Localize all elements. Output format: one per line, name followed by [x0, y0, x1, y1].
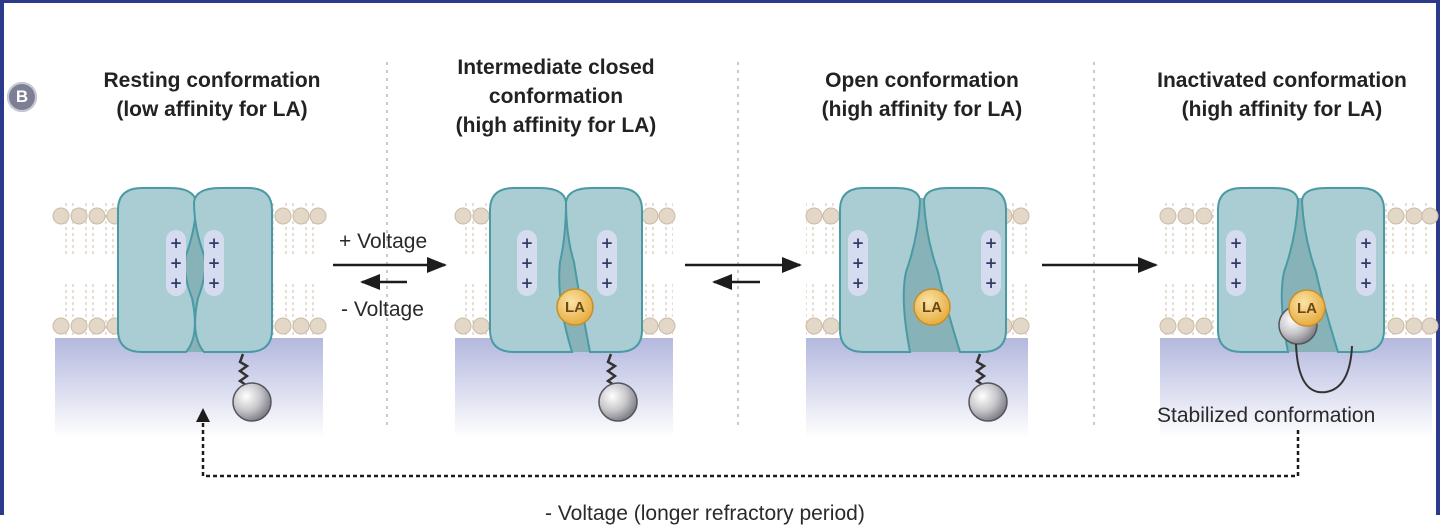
return-path-arrowhead	[196, 408, 210, 422]
channel-resting: + + + + + +	[52, 187, 327, 438]
cytoplasm	[55, 338, 323, 438]
channel-open: + + + + + + LA	[805, 187, 1030, 438]
charge-plus: +	[601, 254, 614, 272]
la-label: LA	[565, 299, 585, 316]
local-anesthetic-molecule	[913, 288, 951, 326]
panel-label-badge: B	[7, 82, 37, 112]
charge-plus: +	[985, 254, 998, 272]
la-label: LA	[1297, 300, 1317, 317]
inactivation-ball	[232, 382, 272, 422]
voltage-sensor	[204, 230, 224, 296]
charge-plus: +	[1230, 234, 1243, 252]
lipid-heads	[1159, 207, 1439, 335]
charge-plus: +	[985, 274, 998, 292]
channel-inactivated: + + + + + + LA	[1159, 187, 1439, 438]
channel-subunit-left	[839, 187, 922, 353]
charge-plus: +	[170, 234, 183, 252]
channel-subunit-right	[1300, 187, 1385, 353]
title-line: (low affinity for LA)	[116, 98, 308, 121]
channel-subunit-left	[1217, 187, 1300, 353]
voltage-sensor	[166, 230, 186, 296]
charge-plus: +	[601, 234, 614, 252]
title-line: Open conformation	[825, 69, 1019, 92]
charge-plus: +	[1230, 274, 1243, 292]
title-line: (high affinity for LA)	[1181, 98, 1383, 121]
inactivation-ball	[968, 382, 1008, 422]
inactivation-tether	[237, 353, 250, 387]
title-open: Open conformation (high affinity for LA)	[772, 66, 1072, 124]
channel-subunit-right	[922, 187, 1007, 353]
charge-plus: +	[208, 274, 221, 292]
local-anesthetic-molecule	[556, 288, 594, 326]
charge-plus: +	[208, 254, 221, 272]
cytoplasm	[455, 338, 673, 438]
plus-voltage-label: + Voltage	[339, 230, 428, 253]
title-resting: Resting conformation (low affinity for L…	[62, 66, 362, 124]
lipid-heads	[454, 207, 676, 335]
voltage-sensor	[517, 230, 537, 296]
title-intermediate: Intermediate closed conformation (high a…	[406, 53, 706, 140]
title-line: (high affinity for LA)	[455, 114, 657, 137]
title-inactivated: Inactivated conformation (high affinity …	[1124, 66, 1440, 124]
charge-plus: +	[852, 234, 865, 252]
inactivation-tether	[605, 353, 618, 387]
voltage-sensor	[597, 230, 617, 296]
return-path-arrow	[201, 418, 1300, 478]
title-line: (high affinity for LA)	[821, 98, 1023, 121]
voltage-sensor	[1226, 230, 1246, 296]
figure-frame	[0, 0, 1440, 515]
channel-intermediate: + + + + + + LA	[454, 187, 676, 438]
charge-plus: +	[852, 254, 865, 272]
minus-voltage-label: - Voltage	[341, 298, 424, 321]
charge-plus: +	[1360, 274, 1373, 292]
inactivation-loop	[1295, 343, 1353, 394]
voltage-sensor	[1356, 230, 1376, 296]
charge-plus: +	[1360, 234, 1373, 252]
stabilized-conformation-label: Stabilized conformation	[1157, 404, 1376, 427]
title-line: Resting conformation	[103, 69, 321, 92]
local-anesthetic-molecule	[1288, 289, 1326, 327]
charge-plus: +	[208, 234, 221, 252]
voltage-sensor	[848, 230, 868, 296]
return-path-label: - Voltage (longer refractory period)	[545, 502, 865, 525]
title-line: Inactivated conformation	[1157, 69, 1407, 92]
charge-plus: +	[521, 254, 534, 272]
inactivation-tether	[974, 353, 987, 387]
voltage-sensor	[981, 230, 1001, 296]
charge-plus: +	[170, 254, 183, 272]
inactivation-ball	[598, 382, 638, 422]
la-label: LA	[922, 299, 942, 316]
charge-plus: +	[521, 234, 534, 252]
charge-plus: +	[1360, 254, 1373, 272]
charge-plus: +	[1230, 254, 1243, 272]
charge-plus: +	[985, 234, 998, 252]
charge-plus: +	[521, 274, 534, 292]
charge-plus: +	[170, 274, 183, 292]
diagram-canvas: + + + + + + + + + + + + LA	[52, 62, 1439, 478]
title-line: conformation	[488, 85, 624, 108]
title-line: Intermediate closed	[457, 56, 655, 79]
charge-plus: +	[852, 274, 865, 292]
charge-plus: +	[601, 274, 614, 292]
